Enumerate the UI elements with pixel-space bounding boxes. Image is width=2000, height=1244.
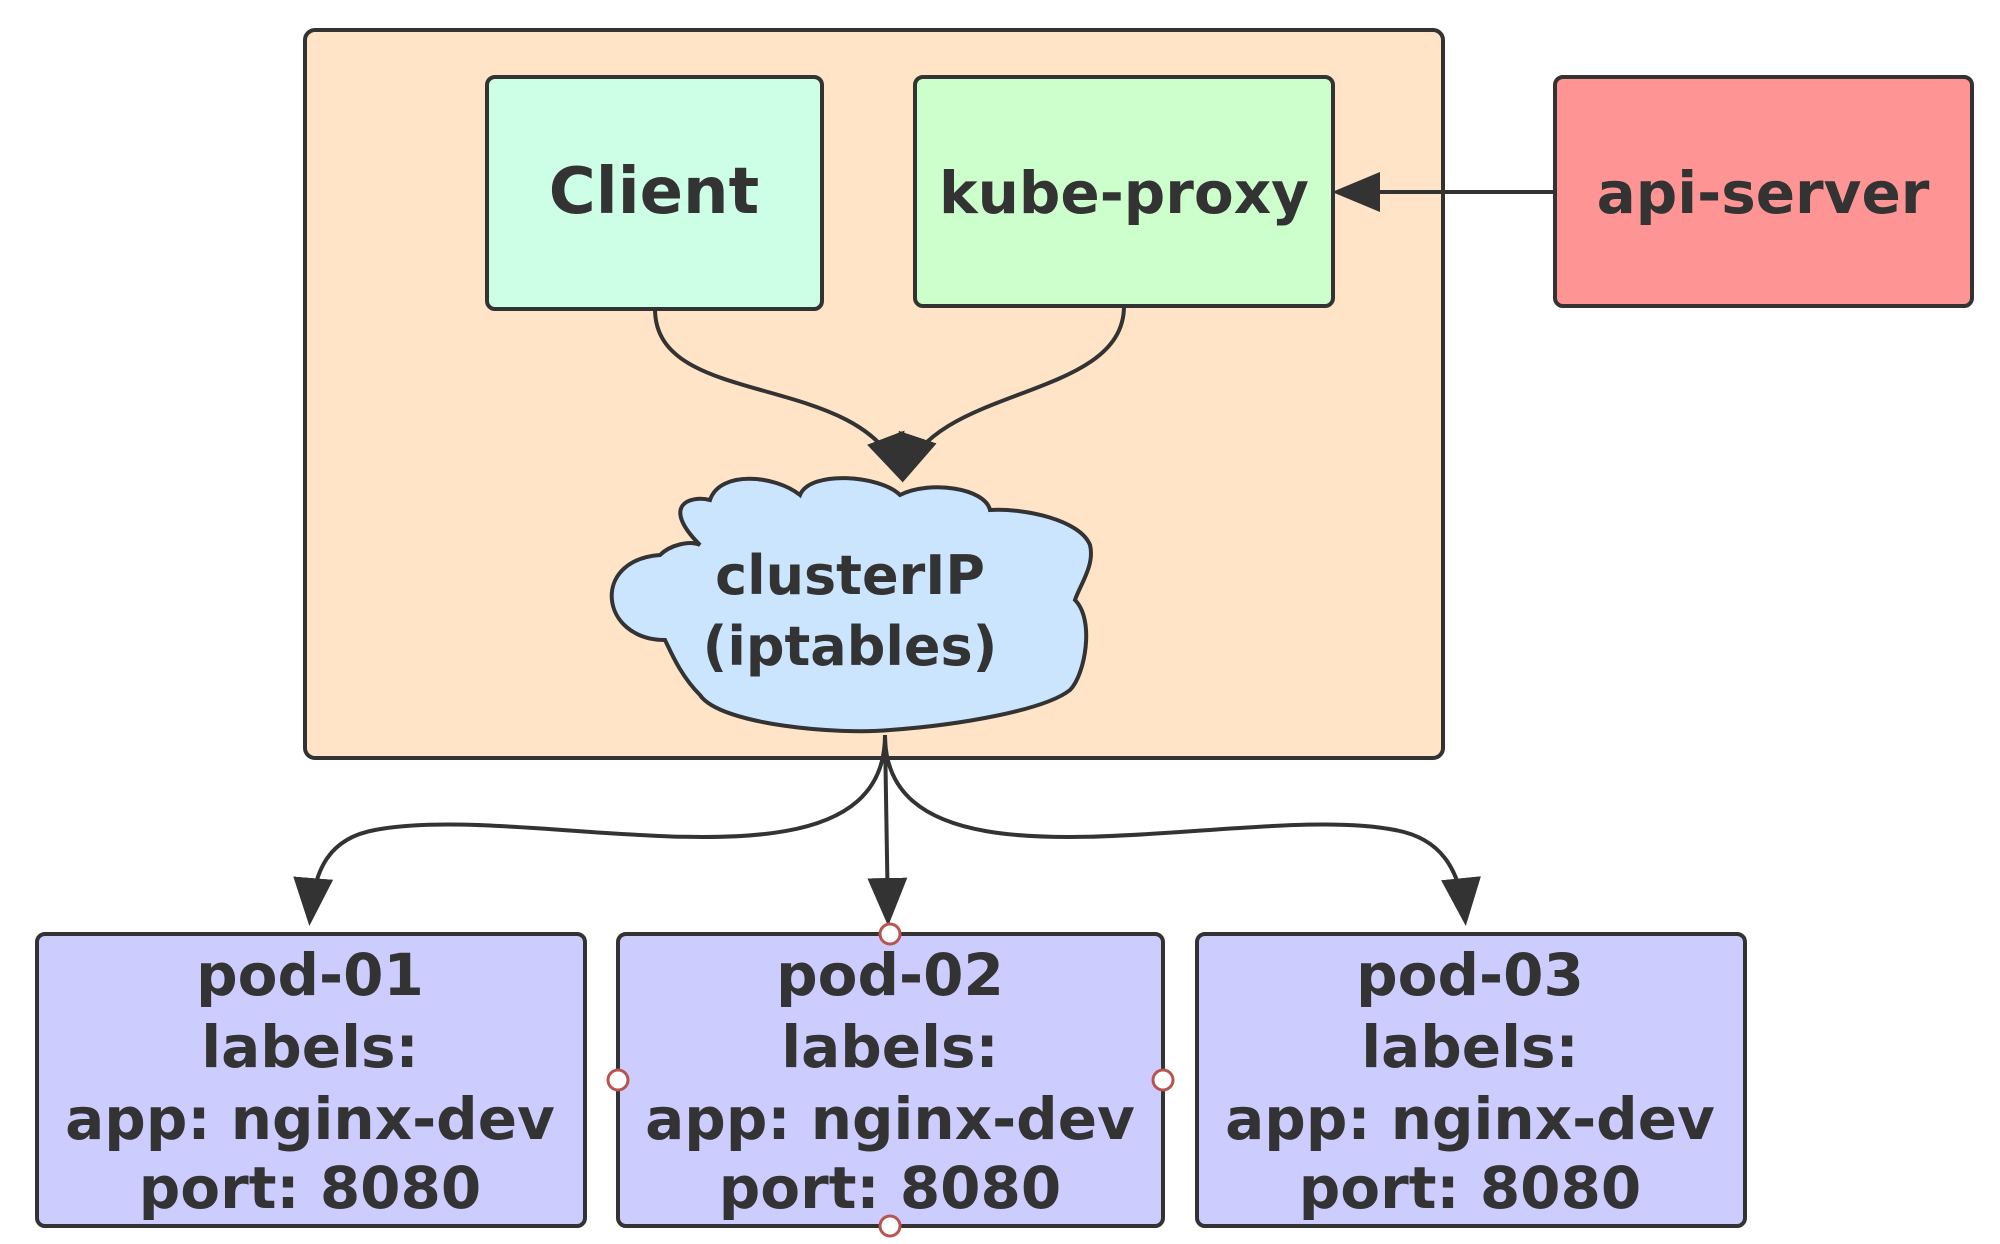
edge-clusterip-to-pod-03[interactable]: [883, 734, 1481, 926]
pod-02-labels: labels:: [781, 1013, 998, 1081]
pod-02-name: pod-02: [776, 941, 1004, 1009]
pod-02-node[interactable]: pod-02 labels: app: nginx-dev port: 8080: [606, 922, 1175, 1238]
edge-client-to-clusterip[interactable]: [653, 308, 905, 483]
clusterip-cloud-shape[interactable]: [609, 476, 1093, 734]
pod-02-handle-right[interactable]: [1151, 1068, 1175, 1092]
edge-clusterip-to-pod-02[interactable]: [867, 734, 908, 926]
clusterip-label-line2: (iptables): [703, 615, 998, 678]
pod-01-labels: labels:: [201, 1013, 418, 1081]
pod-01-box[interactable]: [35, 932, 587, 1228]
client-node[interactable]: Client: [485, 75, 824, 311]
pod-02-handle-top[interactable]: [878, 922, 902, 946]
pod-03-port: port: 8080: [1299, 1154, 1642, 1222]
edge-clusterip-to-pod-01[interactable]: [293, 734, 887, 926]
pod-02-port: port: 8080: [719, 1154, 1062, 1222]
api-server-label: api-server: [1597, 159, 1930, 227]
edge-kube-proxy-to-clusterip[interactable]: [898, 305, 1126, 483]
pod-03-box[interactable]: [1195, 932, 1747, 1228]
pod-02-handle-left[interactable]: [606, 1068, 630, 1092]
pod-01-node[interactable]: pod-01 labels: app: nginx-dev port: 8080: [35, 932, 587, 1228]
client-label: Client: [549, 155, 759, 229]
pod-01-app: app: nginx-dev: [65, 1085, 555, 1153]
pod-01-name: pod-01: [196, 941, 424, 1009]
clusterip-node[interactable]: clusterIP (iptables): [609, 476, 1093, 734]
pod-03-name: pod-03: [1356, 941, 1584, 1009]
pod-02-app: app: nginx-dev: [645, 1085, 1135, 1153]
pod-02-handle-bottom[interactable]: [878, 1214, 902, 1238]
clusterip-label-line1: clusterIP: [715, 544, 985, 607]
pod-03-node[interactable]: pod-03 labels: app: nginx-dev port: 8080: [1195, 932, 1747, 1228]
pod-03-app: app: nginx-dev: [1225, 1085, 1715, 1153]
kube-proxy-node[interactable]: kube-proxy: [913, 75, 1335, 308]
kube-proxy-label: kube-proxy: [939, 159, 1309, 227]
pod-01-port: port: 8080: [139, 1154, 482, 1222]
pod-03-labels: labels:: [1361, 1013, 1578, 1081]
api-server-node[interactable]: api-server: [1553, 75, 1974, 308]
